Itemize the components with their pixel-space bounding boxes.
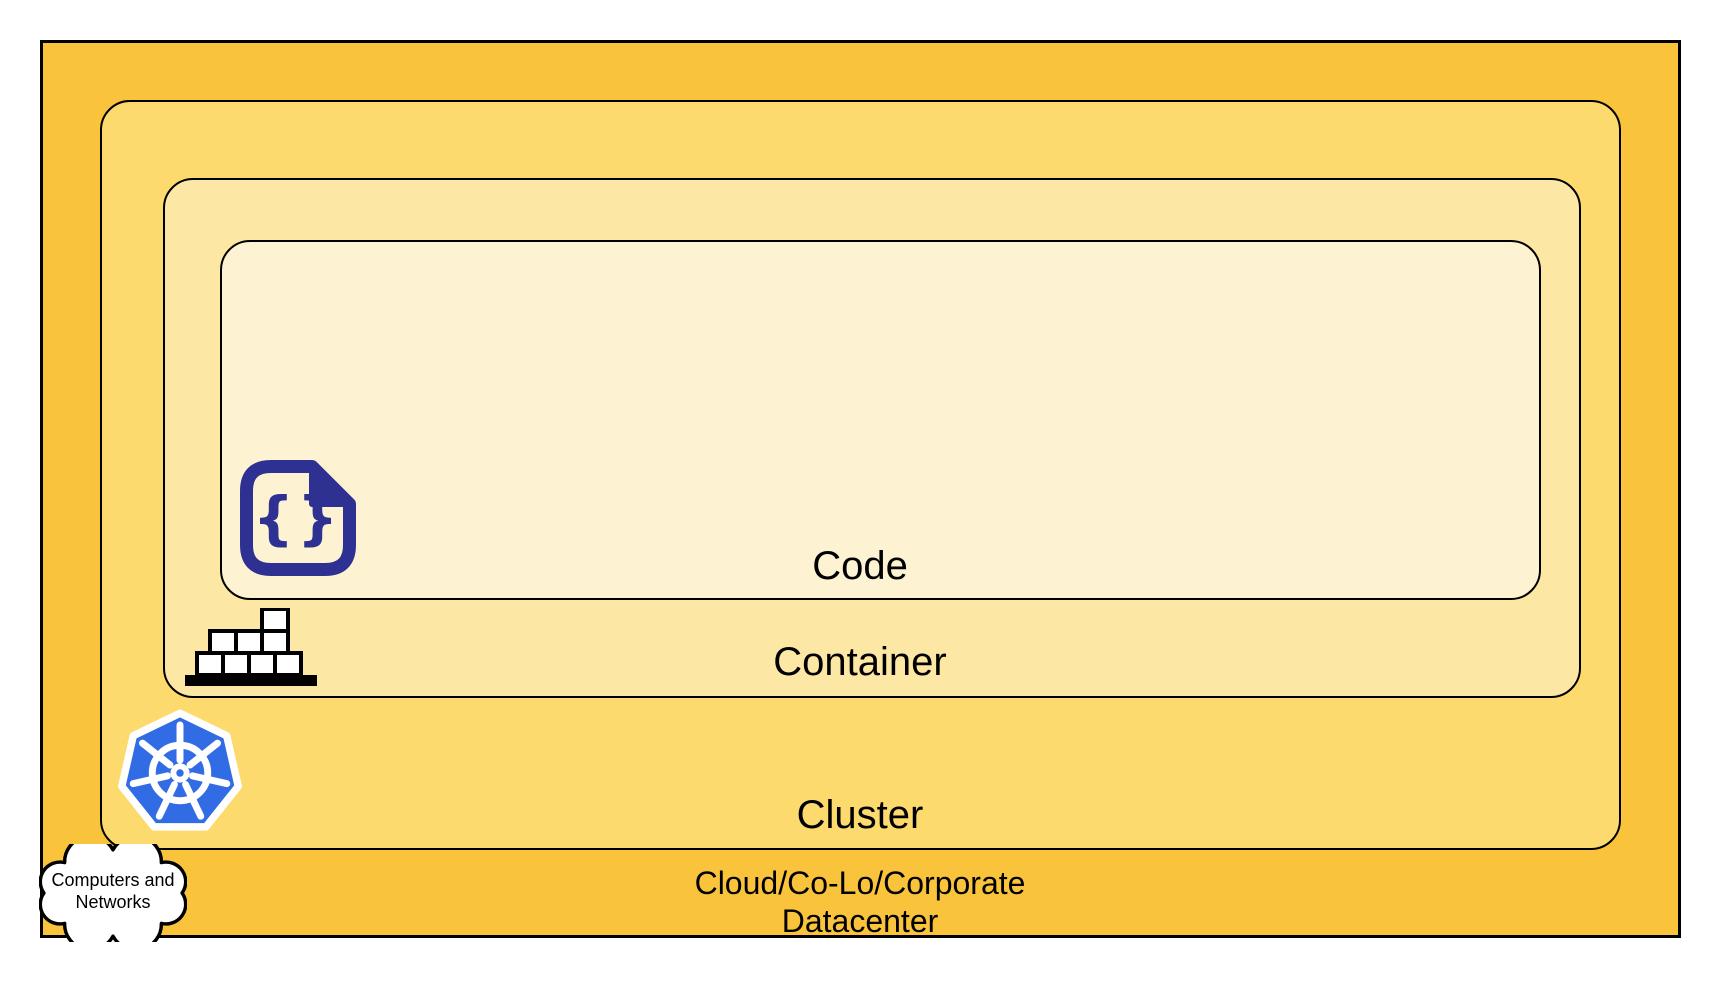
cluster-label: Cluster — [796, 793, 924, 837]
cloud-icon — [39, 844, 187, 942]
cloud-callout-label: Computers and Networks — [51, 870, 175, 912]
code-label: Code — [812, 544, 908, 588]
datacenter-label: Cloud/Co-Lo/Corporate Datacenter — [694, 865, 1026, 939]
container-stack-icon — [185, 607, 317, 686]
svg-text:{}: {} — [253, 484, 342, 552]
kubernetes-icon — [116, 709, 244, 837]
code-file-icon: {} — [238, 458, 358, 578]
code-layer-box — [220, 240, 1541, 600]
container-label: Container — [773, 640, 947, 684]
cloud-callout: Computers and Networks — [39, 844, 187, 942]
